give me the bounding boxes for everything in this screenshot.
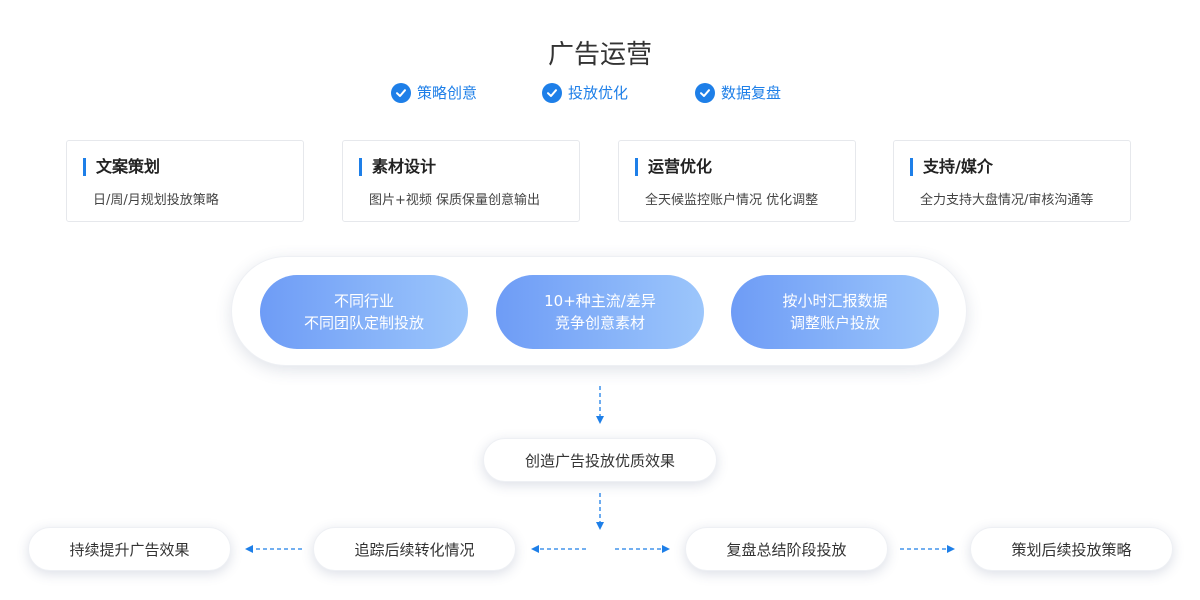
check-label: 数据复盘 xyxy=(721,84,782,102)
check-label: 策略创意 xyxy=(417,84,478,102)
card-title: 运营优化 xyxy=(635,158,712,176)
card-title: 文案策划 xyxy=(83,158,160,176)
feature-checklist: 策略创意 投放优化 数据复盘 xyxy=(0,82,1200,106)
page-title: 广告运营 xyxy=(547,40,652,70)
pill-line: 按小时汇报数据 xyxy=(782,292,888,310)
check-circle-icon xyxy=(542,82,562,103)
card-description: 日/周/月规划投放策略 xyxy=(93,193,219,208)
service-card-operations: 运营优化 全天候监控账户情况 优化调整 xyxy=(618,140,856,222)
flow-node-center: 创造广告投放优质效果 xyxy=(483,438,717,482)
pill-line: 竞争创意素材 xyxy=(554,314,645,332)
pill-line: 不同行业 xyxy=(333,292,394,310)
check-label: 投放优化 xyxy=(568,84,629,102)
card-description: 全天候监控账户情况 优化调整 xyxy=(645,193,819,208)
check-item-strategy: 策略创意 xyxy=(391,82,477,103)
pill-line: 不同团队定制投放 xyxy=(303,314,424,332)
highlight-pill-industry: 不同行业 不同团队定制投放 xyxy=(260,275,468,349)
check-circle-icon xyxy=(695,82,715,103)
card-description: 全力支持大盘情况/审核沟通等 xyxy=(920,193,1094,208)
flow-node-left-near: 追踪后续转化情况 xyxy=(313,527,516,571)
service-card-design: 素材设计 图片+视频 保质保量创意输出 xyxy=(342,140,580,222)
highlights-container: 不同行业 不同团队定制投放 10+种主流/差异 竞争创意素材 按小时汇报数据 调… xyxy=(231,256,967,366)
flow-node-right-far: 策划后续投放策略 xyxy=(970,527,1173,571)
check-circle-icon xyxy=(391,82,411,103)
check-item-optimize: 投放优化 xyxy=(542,82,628,103)
service-card-copywriting: 文案策划 日/周/月规划投放策略 xyxy=(66,140,304,222)
highlight-pill-reporting: 按小时汇报数据 调整账户投放 xyxy=(731,275,939,349)
pill-line: 调整账户投放 xyxy=(789,314,880,332)
card-description: 图片+视频 保质保量创意输出 xyxy=(369,193,541,208)
card-title: 素材设计 xyxy=(359,158,436,176)
flow-node-left-far: 持续提升广告效果 xyxy=(28,527,231,571)
flow-node-right-near: 复盘总结阶段投放 xyxy=(685,527,888,571)
card-title: 支持/媒介 xyxy=(910,158,993,176)
highlight-pill-creative: 10+种主流/差异 竞争创意素材 xyxy=(496,275,704,349)
service-card-support: 支持/媒介 全力支持大盘情况/审核沟通等 xyxy=(893,140,1131,222)
check-item-review: 数据复盘 xyxy=(695,82,781,103)
pill-line: 10+种主流/差异 xyxy=(544,292,656,310)
